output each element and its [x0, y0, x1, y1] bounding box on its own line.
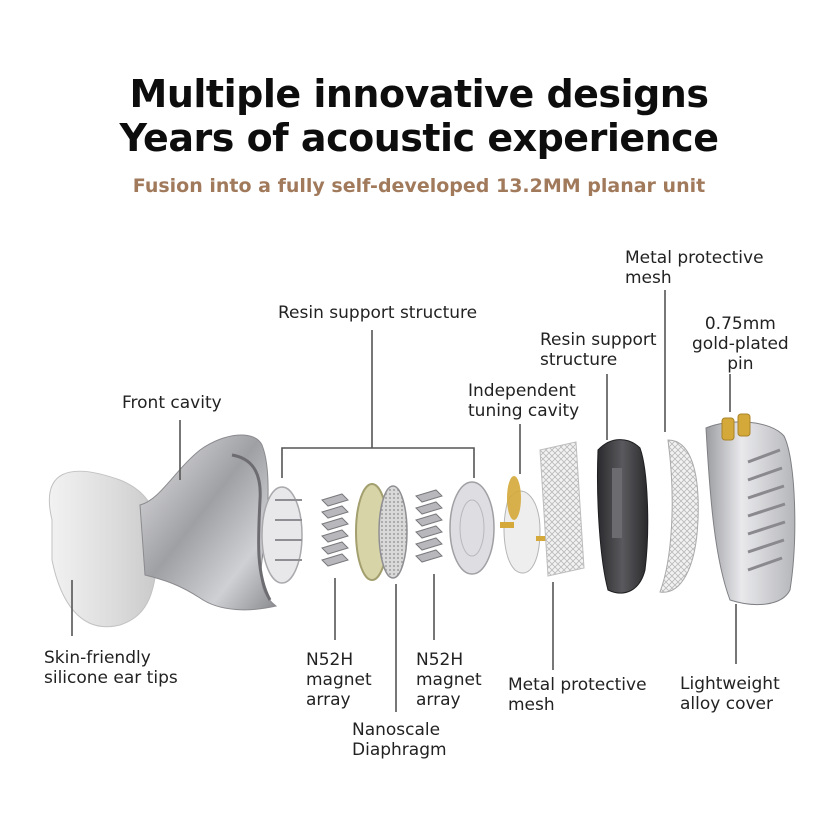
label-diaphragm: Nanoscale Diaphragm: [352, 720, 447, 760]
label-independent-tuning-cavity: Independent tuning cavity: [468, 381, 580, 421]
title-line-2: Years of acoustic experience: [119, 116, 719, 160]
label-magnet-right: N52H magnet array: [416, 650, 482, 710]
label-resin-support-top: Resin support structure: [278, 303, 478, 323]
label-resin-support-right: Resin support structure: [540, 330, 657, 370]
nanoscale-diaphragm: [355, 483, 408, 581]
magnet-array-right: [415, 489, 443, 563]
silicone-ear-tip: [48, 470, 159, 628]
label-ear-tips: Skin-friendly silicone ear tips: [44, 648, 178, 688]
resin-support-rear-disc: [449, 481, 495, 575]
metal-protective-mesh-flat: [539, 441, 585, 577]
lightweight-alloy-cover: [705, 421, 796, 606]
label-magnet-left: N52H magnet array: [306, 650, 372, 710]
label-alloy-cover: Lightweight alloy cover: [680, 674, 780, 714]
front-cavity-shell: [139, 434, 278, 611]
label-gold-plated-pin: 0.75mm gold-plated pin: [692, 314, 789, 374]
independent-tuning-cavity: [500, 476, 546, 574]
metal-protective-mesh-curved: [659, 439, 699, 593]
bracket-resin-support: [281, 447, 475, 478]
leader-lines: [71, 290, 737, 712]
resin-support-disc: [261, 486, 303, 584]
gold-plated-pin: [721, 413, 751, 441]
label-metal-mesh-top: Metal protective mesh: [625, 248, 764, 288]
title-line-1: Multiple innovative designs: [129, 72, 709, 116]
label-front-cavity: Front cavity: [122, 393, 222, 413]
resin-support-structure-dark: [596, 439, 649, 594]
label-metal-mesh-bottom: Metal protective mesh: [508, 675, 647, 715]
subtitle: Fusion into a fully self-developed 13.2M…: [132, 175, 706, 197]
magnet-array-left: [321, 493, 349, 567]
